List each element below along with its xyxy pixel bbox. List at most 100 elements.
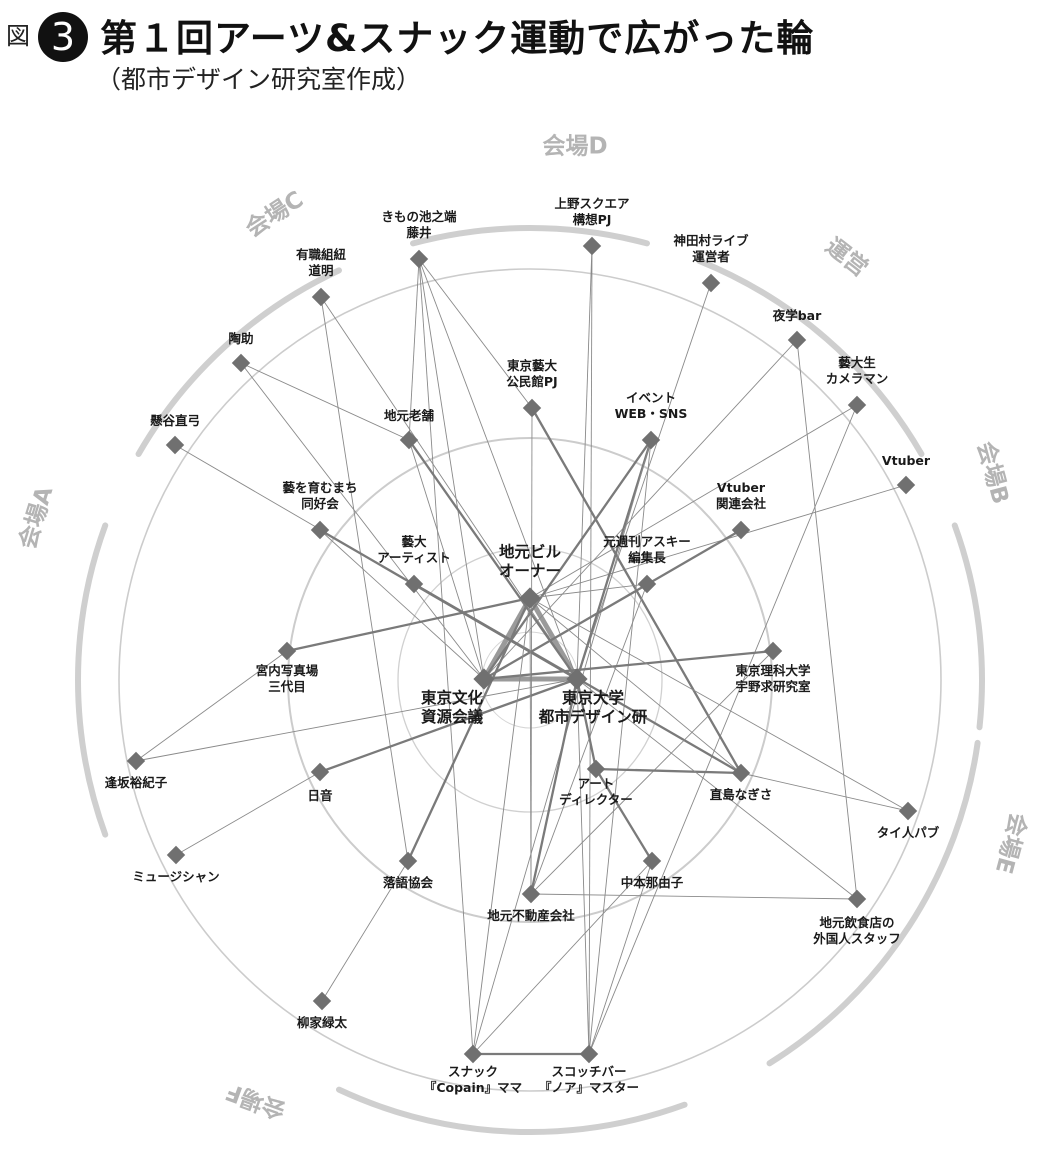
node-label: 東京文化資源会議 (421, 688, 484, 726)
node-label-line: 陶助 (228, 331, 253, 346)
node-label-line: Vtuber (882, 453, 931, 468)
node-thai: タイ人パブ (877, 801, 940, 840)
node-label: 東京大学都市デザイン研 (538, 688, 648, 726)
node-label: 直島なぎさ (710, 787, 773, 802)
node-musician: ミュージシャン (132, 845, 220, 884)
node-marker (166, 845, 186, 865)
node-label: 地元飲食店の外国人スタッフ (812, 915, 901, 946)
node-label: タイ人パブ (877, 825, 940, 840)
figure-prefix: 図 (6, 22, 30, 50)
node-label-line: 資源会議 (421, 707, 484, 726)
node-label-line: 元週刊アスキー (603, 534, 691, 549)
figure-number-badge: 3 (38, 12, 88, 62)
edge-director-nakamoto (595, 768, 653, 862)
node-marker (312, 991, 332, 1011)
node-vtuber: Vtuber (882, 453, 931, 495)
node-label-line: 藝大生 (838, 355, 876, 370)
edge-naoshima-thai (740, 772, 909, 812)
node-label-line: 中本那由子 (621, 875, 684, 890)
node-osaka: 逢坂裕紀子 (105, 751, 168, 790)
network-diagram: 東京文化資源会議東京大学都市デザイン研地元ビルオーナーきもの池之端藤井上野スクエ… (14, 133, 1032, 1135)
node-inshoku: 地元飲食店の外国人スタッフ (812, 889, 901, 946)
node-label-line: 藤井 (405, 225, 432, 240)
node-label-line: 落語協会 (383, 875, 434, 890)
edge-kunaicho-building (286, 596, 531, 653)
node-label-line: 『ノア』マスター (539, 1080, 639, 1095)
node-label-line: 夜学bar (772, 308, 822, 323)
node-marker (522, 398, 542, 418)
edge-nakamoto-noa (588, 860, 653, 1055)
venue-label-A: 会場A (14, 483, 59, 552)
node-marker (277, 641, 297, 661)
node-label-line: 神田村ライブ (673, 233, 749, 248)
venue-arc-F (335, 1086, 688, 1135)
nodes: 東京文化資源会議東京大学都市デザイン研地元ビルオーナーきもの池之端藤井上野スクエ… (105, 196, 940, 1095)
edge-director-todai (575, 678, 598, 770)
node-label-line: 地元飲食店の (819, 915, 894, 930)
node-nakamoto: 中本那由子 (621, 851, 684, 890)
node-yogaku: 夜学bar (772, 308, 822, 350)
node-label-line: 外国人スタッフ (812, 931, 901, 946)
node-label-line: 上野スクエア (554, 196, 629, 211)
node-label: 藝を育むまち同好会 (282, 480, 357, 511)
node-label-line: 道明 (308, 263, 333, 278)
edge-yusoku-rakugo (320, 296, 409, 862)
node-label: 地元老舗 (384, 408, 435, 423)
node-label-line: 逢坂裕紀子 (105, 775, 168, 790)
node-label: 東京藝大公民館PJ (506, 358, 557, 389)
node-marker (231, 353, 251, 373)
venue-label-C: 会場C (241, 186, 308, 243)
node-label-line: 同好会 (301, 496, 339, 511)
node-fudosan: 地元不動産会社 (487, 884, 575, 923)
edge-inshoku-todai (576, 678, 858, 900)
venue-arc-A (75, 522, 109, 838)
node-label: 中本那由子 (621, 875, 684, 890)
node-bunka: 東京文化資源会議 (421, 668, 495, 726)
connection-lines (135, 245, 909, 1056)
node-label: 陶助 (228, 331, 253, 346)
node-label-line: 都市デザイン研 (538, 707, 648, 726)
node-label-line: 藝大 (401, 534, 427, 549)
node-ascii: 元週刊アスキー編集長 (603, 534, 691, 594)
node-label-line: Vtuber (717, 480, 766, 495)
node-label: 藝大アーティスト (377, 534, 451, 565)
node-marker (566, 668, 588, 690)
edge-vtuber_kanren-bunka (483, 529, 742, 680)
node-label: 柳家緑太 (297, 1015, 348, 1030)
venue-label-B: 会場B (972, 439, 1015, 507)
node-label-line: アート (578, 776, 615, 791)
edge-fudosan-building (529, 597, 532, 895)
node-label-line: イベント (626, 390, 676, 405)
edge-osaka-todai (135, 678, 578, 762)
edge-vtuber-building (529, 484, 907, 599)
edge-thai-building (529, 597, 909, 812)
node-label: 上野スクエア構想PJ (554, 196, 629, 227)
node-marker (582, 236, 602, 256)
node-rakugo: 落語協会 (383, 851, 434, 890)
node-label: 有職組紐道明 (296, 247, 347, 278)
node-building: 地元ビルオーナー (499, 542, 561, 609)
edge-ueno-todai (576, 245, 593, 680)
node-label: スコッチバー『ノア』マスター (539, 1064, 639, 1095)
node-marker (642, 851, 662, 871)
node-label: 懸谷直弓 (150, 413, 200, 428)
node-label-line: 宇野求研究室 (735, 679, 811, 694)
node-label-line: 日音 (307, 788, 333, 803)
node-label: 夜学bar (772, 308, 822, 323)
node-marker (787, 330, 807, 350)
node-label: 神田村ライブ運営者 (673, 233, 749, 264)
edge-yogaku-inshoku (796, 339, 858, 900)
node-label: スナック『Copain』ママ (424, 1064, 522, 1095)
node-marker (165, 435, 185, 455)
node-marker (126, 751, 146, 771)
node-label-line: オーナー (499, 562, 561, 580)
edge-tosuke-bunka (240, 362, 485, 680)
node-marker (519, 587, 541, 609)
node-copain: スナック『Copain』ママ (424, 1044, 522, 1095)
node-marker (311, 287, 331, 307)
venue-arc-E (766, 739, 981, 1067)
node-marker (701, 273, 721, 293)
node-rika: 東京理科大学宇野求研究室 (735, 641, 811, 694)
